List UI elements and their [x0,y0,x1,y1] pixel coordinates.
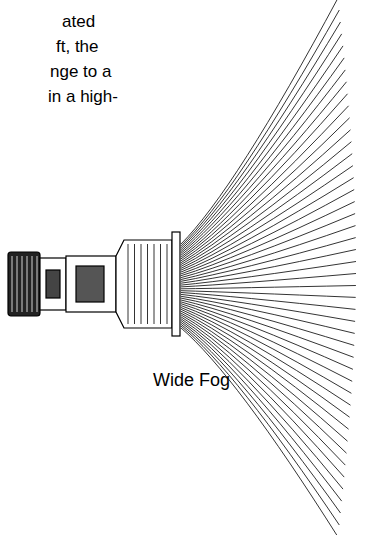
nozzle-grip [8,252,40,316]
cut-text: ft, the [56,37,99,57]
caption-label: Wide Fog [153,370,230,390]
nozzle-marking [46,270,60,298]
nozzle [8,232,180,336]
nozzle-flange [172,232,180,336]
nozzle-body [66,256,116,312]
cut-text: ated [62,12,95,32]
nozzle-body [40,258,66,310]
cut-text: nge to a [50,62,111,82]
nozzle-bezel [116,240,172,328]
nozzle-marking [76,266,104,302]
fog-spray [181,0,356,535]
cut-text: in a high- [48,87,118,107]
